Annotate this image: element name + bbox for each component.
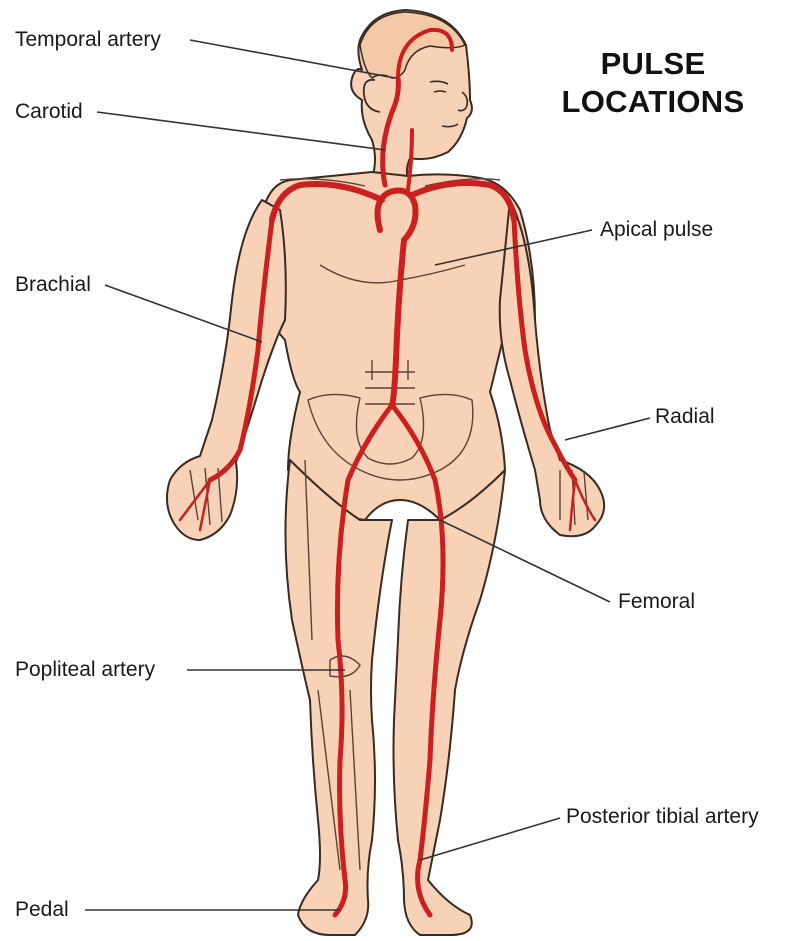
leader-carotid [97,112,385,150]
label-femoral: Femoral [618,591,695,612]
label-carotid: Carotid [15,101,83,122]
label-temporal-artery: Temporal artery [15,29,161,50]
diagram-title: PULSE LOCATIONS [548,45,758,121]
label-radial: Radial [655,406,715,427]
label-posterior-tibial-artery: Posterior tibial artery [566,806,759,827]
label-brachial: Brachial [15,274,91,295]
left-leg [394,470,506,935]
leader-posterior-tibial [420,818,560,860]
label-popliteal-artery: Popliteal artery [15,659,155,680]
label-apical-pulse: Apical pulse [600,219,713,240]
leader-radial [565,418,650,440]
label-pedal: Pedal [15,899,69,920]
title-line-2: LOCATIONS [548,83,758,121]
title-line-1: PULSE [548,45,758,83]
